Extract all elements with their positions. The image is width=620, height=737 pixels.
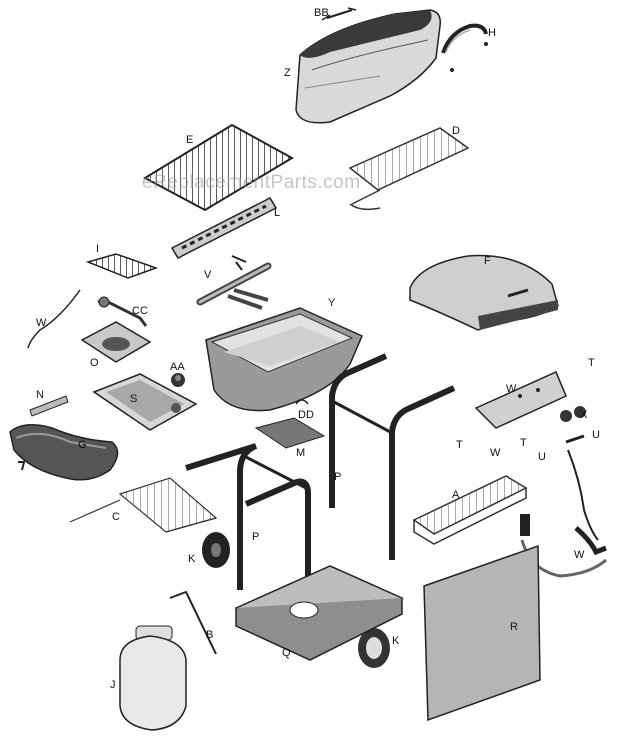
label-s: S [130, 393, 138, 405]
label-u2: U [538, 451, 546, 463]
label-t2: T [456, 439, 463, 451]
label-o: O [90, 357, 99, 369]
part-aa-knob [171, 373, 185, 387]
label-j: J [110, 679, 116, 691]
part-bb-handle [321, 7, 357, 21]
label-y: Y [328, 297, 336, 309]
label-p1: P [334, 471, 342, 483]
part-m-plate [254, 417, 326, 449]
label-l: L [274, 207, 281, 219]
label-d: D [452, 125, 460, 137]
label-q: Q [282, 647, 291, 659]
label-b: B [206, 629, 214, 641]
part-w-side-burner [474, 370, 567, 429]
part-b-bracket [169, 590, 217, 655]
label-dd: DD [298, 409, 314, 421]
label-t3: T [520, 437, 527, 449]
part-f-side-shelf [409, 254, 559, 331]
label-k1: K [188, 553, 196, 565]
part-v-burner [196, 255, 272, 310]
part-j-tank [119, 625, 187, 731]
label-v: V [204, 269, 212, 281]
part-cc-igniter [97, 296, 148, 327]
label-z: Z [284, 67, 291, 79]
part-s-control-panel [92, 373, 198, 431]
part-y-firebox [205, 307, 363, 412]
label-i: I [96, 243, 100, 255]
label-w2: W [506, 383, 517, 395]
part-h-bracket [441, 23, 488, 72]
label-m: M [296, 447, 306, 459]
part-l-heat-plate [170, 197, 278, 259]
label-aa: AA [170, 361, 185, 373]
part-d-warming-rack [348, 127, 470, 211]
part-k-wheels [202, 532, 390, 668]
label-f: F [484, 255, 491, 267]
label-t1: T [588, 357, 595, 369]
part-z-lid [295, 9, 442, 124]
label-g: G [78, 439, 87, 451]
part-a-basket [412, 475, 528, 545]
label-u1: U [592, 429, 600, 441]
label-bb: BB [314, 7, 329, 19]
part-p-frame [185, 353, 456, 612]
label-p2: P [252, 531, 260, 543]
part-dd-clip [295, 399, 309, 405]
part-w-hose [27, 289, 81, 349]
label-n: N [36, 389, 44, 401]
label-a: A [452, 489, 460, 501]
label-w3: W [490, 447, 501, 459]
part-x-knobs [560, 406, 586, 422]
label-r: R [510, 621, 518, 633]
label-cc: CC [132, 305, 148, 317]
part-c-rack [69, 477, 218, 533]
label-x: X [580, 409, 588, 421]
part-o-tray [80, 321, 152, 363]
label-h: H [488, 27, 496, 39]
label-k2: K [392, 635, 400, 647]
part-n-bracket [29, 395, 69, 417]
label-c: C [112, 511, 120, 523]
label-e: E [186, 134, 194, 146]
watermark: eReplacementParts.com [142, 172, 361, 193]
part-q-base [234, 565, 404, 661]
part-i-small-grate [85, 253, 159, 279]
label-w4: W [574, 549, 585, 561]
label-w1: W [36, 317, 47, 329]
part-g-side-shelf [9, 424, 119, 481]
part-r-panel [423, 544, 541, 722]
part-e-cooking-grate [142, 123, 295, 212]
